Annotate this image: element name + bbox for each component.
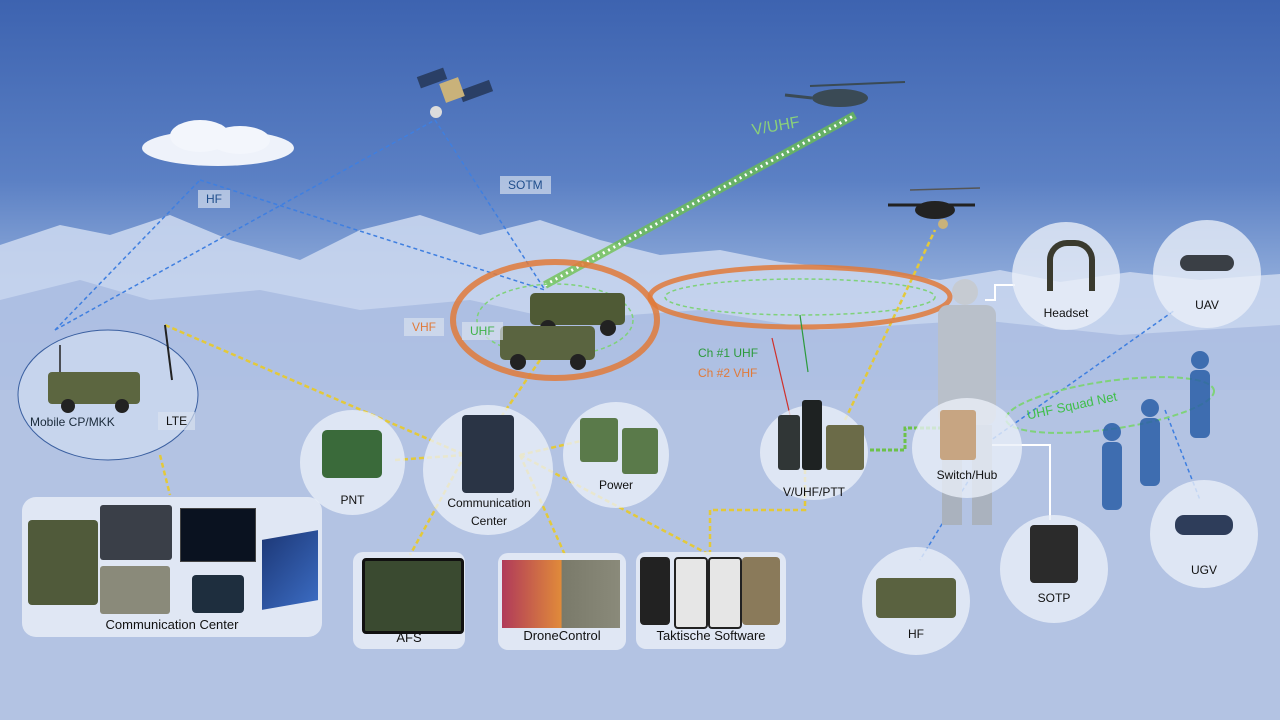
battery-icon (192, 575, 244, 613)
ch1-link (771, 337, 791, 416)
pnt-device-icon (322, 430, 382, 478)
ugv-label: UGV (1190, 563, 1217, 577)
phone-icon-3 (708, 557, 742, 629)
lte-mast-icon (164, 324, 173, 381)
ch2-link (799, 314, 809, 373)
power-label: Power (598, 478, 633, 492)
hf-sky-label: HF (198, 190, 230, 208)
comm-rack-icon (100, 505, 172, 560)
phone-icon-2 (674, 557, 708, 629)
solar-panel-icon (262, 530, 318, 610)
radio-net-ring (647, 264, 953, 330)
comm-center-hub-label: Communication Center (447, 496, 531, 528)
hf-radio-label: HF (908, 627, 924, 641)
uhf-label: UHF (462, 322, 503, 340)
satellite-icon (416, 67, 494, 118)
ch1-label: Ch #1 UHF (698, 346, 759, 360)
vehicle-net-ring (450, 259, 660, 381)
headset-label: Headset (1043, 306, 1089, 320)
drone-control-screen-icon (502, 560, 620, 628)
helicopter-icon (784, 81, 906, 107)
radio-device-icon-2 (802, 400, 822, 470)
comm-case-icon (28, 520, 98, 605)
uav-device-icon (1180, 255, 1234, 271)
headset-link (985, 284, 1015, 301)
sotp-label: SOTP (1037, 591, 1071, 605)
taktische-software-label: Taktische Software (656, 628, 766, 643)
cloud-puff (210, 126, 270, 154)
radio-device-icon (778, 415, 800, 470)
sotm-label: SOTM (500, 176, 551, 194)
vuhf-ptt-label: V/UHF/PTT (783, 485, 845, 499)
vehicle-icon (500, 293, 625, 370)
comm-center-panel-label: Communication Center (105, 617, 239, 632)
spectrum-display-icon (180, 508, 256, 562)
lte-label: LTE (158, 412, 196, 430)
ch2-label: Ch #2 VHF (698, 366, 758, 380)
phone-icon (640, 557, 670, 625)
drone-control-label: DroneControl (523, 628, 601, 643)
ptt-device-icon (826, 425, 864, 470)
switch-hub-label: Switch/Hub (936, 468, 998, 482)
uav-label: UAV (1195, 298, 1219, 312)
sotp-device-icon (1030, 525, 1078, 583)
afs-screen-icon (362, 558, 464, 634)
vhf-label: VHF (404, 318, 444, 336)
comm-center-device-icon (462, 415, 514, 493)
drone-icon (888, 187, 981, 229)
headset-device-icon (1047, 240, 1095, 291)
mobile-cp-vehicle-icon (48, 345, 140, 413)
ugv-device-icon (1175, 515, 1233, 535)
vuhf-air-link-dots (544, 113, 856, 287)
tablet-icon (742, 557, 780, 625)
hf-radio-device-icon (876, 578, 956, 618)
power-device-icon (580, 418, 618, 462)
afs-label: AFS (396, 630, 422, 645)
mobile-cp-label: Mobile CP/MKK (30, 415, 115, 429)
comm-unit-icon (100, 566, 170, 614)
power-device-icon-2 (622, 428, 658, 474)
soldier-silhouettes (1102, 351, 1210, 510)
pnt-label: PNT (340, 493, 365, 507)
switch-device-icon (940, 410, 976, 460)
switch-link (870, 426, 945, 452)
radio-uhf-ring (664, 278, 936, 316)
uav-node[interactable] (1153, 220, 1261, 328)
